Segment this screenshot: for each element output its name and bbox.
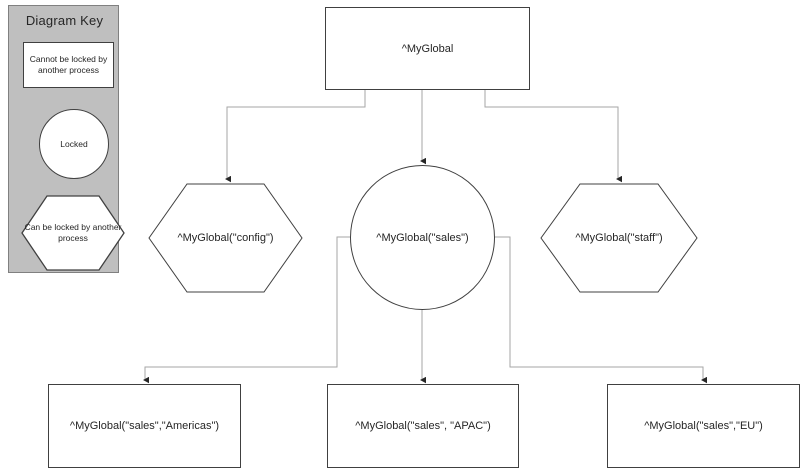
node-my-global-sales[interactable]: ^MyGlobal("sales")	[350, 165, 495, 310]
node-my-global-sales-apac[interactable]: ^MyGlobal("sales", "APAC")	[327, 384, 519, 468]
node-my-global-staff[interactable]: ^MyGlobal("staff")	[540, 183, 698, 293]
node-my-global[interactable]: ^MyGlobal	[325, 7, 530, 90]
hexagon-shape	[148, 183, 303, 293]
node-my-global-config-label: ^MyGlobal("config")	[177, 232, 274, 244]
node-my-global-sales-americas[interactable]: ^MyGlobal("sales","Americas")	[48, 384, 241, 468]
node-my-global-staff-label: ^MyGlobal("staff")	[575, 232, 663, 244]
diagram-key-panel: Diagram Key Cannot be locked by another …	[8, 5, 125, 273]
legend-item-can-be-locked: Can be locked by another process	[21, 195, 125, 271]
hexagon-shape	[540, 183, 698, 293]
node-my-global-config[interactable]: ^MyGlobal("config")	[148, 183, 303, 293]
edge-root-to-staff	[484, 90, 622, 183]
hexagon-shape	[21, 195, 125, 271]
legend-item-can-be-locked-label: Can be locked by another process	[24, 222, 122, 243]
legend-item-cannot-be-locked: Cannot be locked by another process	[23, 42, 114, 88]
edge-root-to-config	[225, 90, 366, 183]
diagram-key-title: Diagram Key	[25, 13, 104, 28]
node-my-global-sales-eu[interactable]: ^MyGlobal("sales","EU")	[607, 384, 800, 468]
legend-item-locked: Locked	[39, 109, 109, 179]
